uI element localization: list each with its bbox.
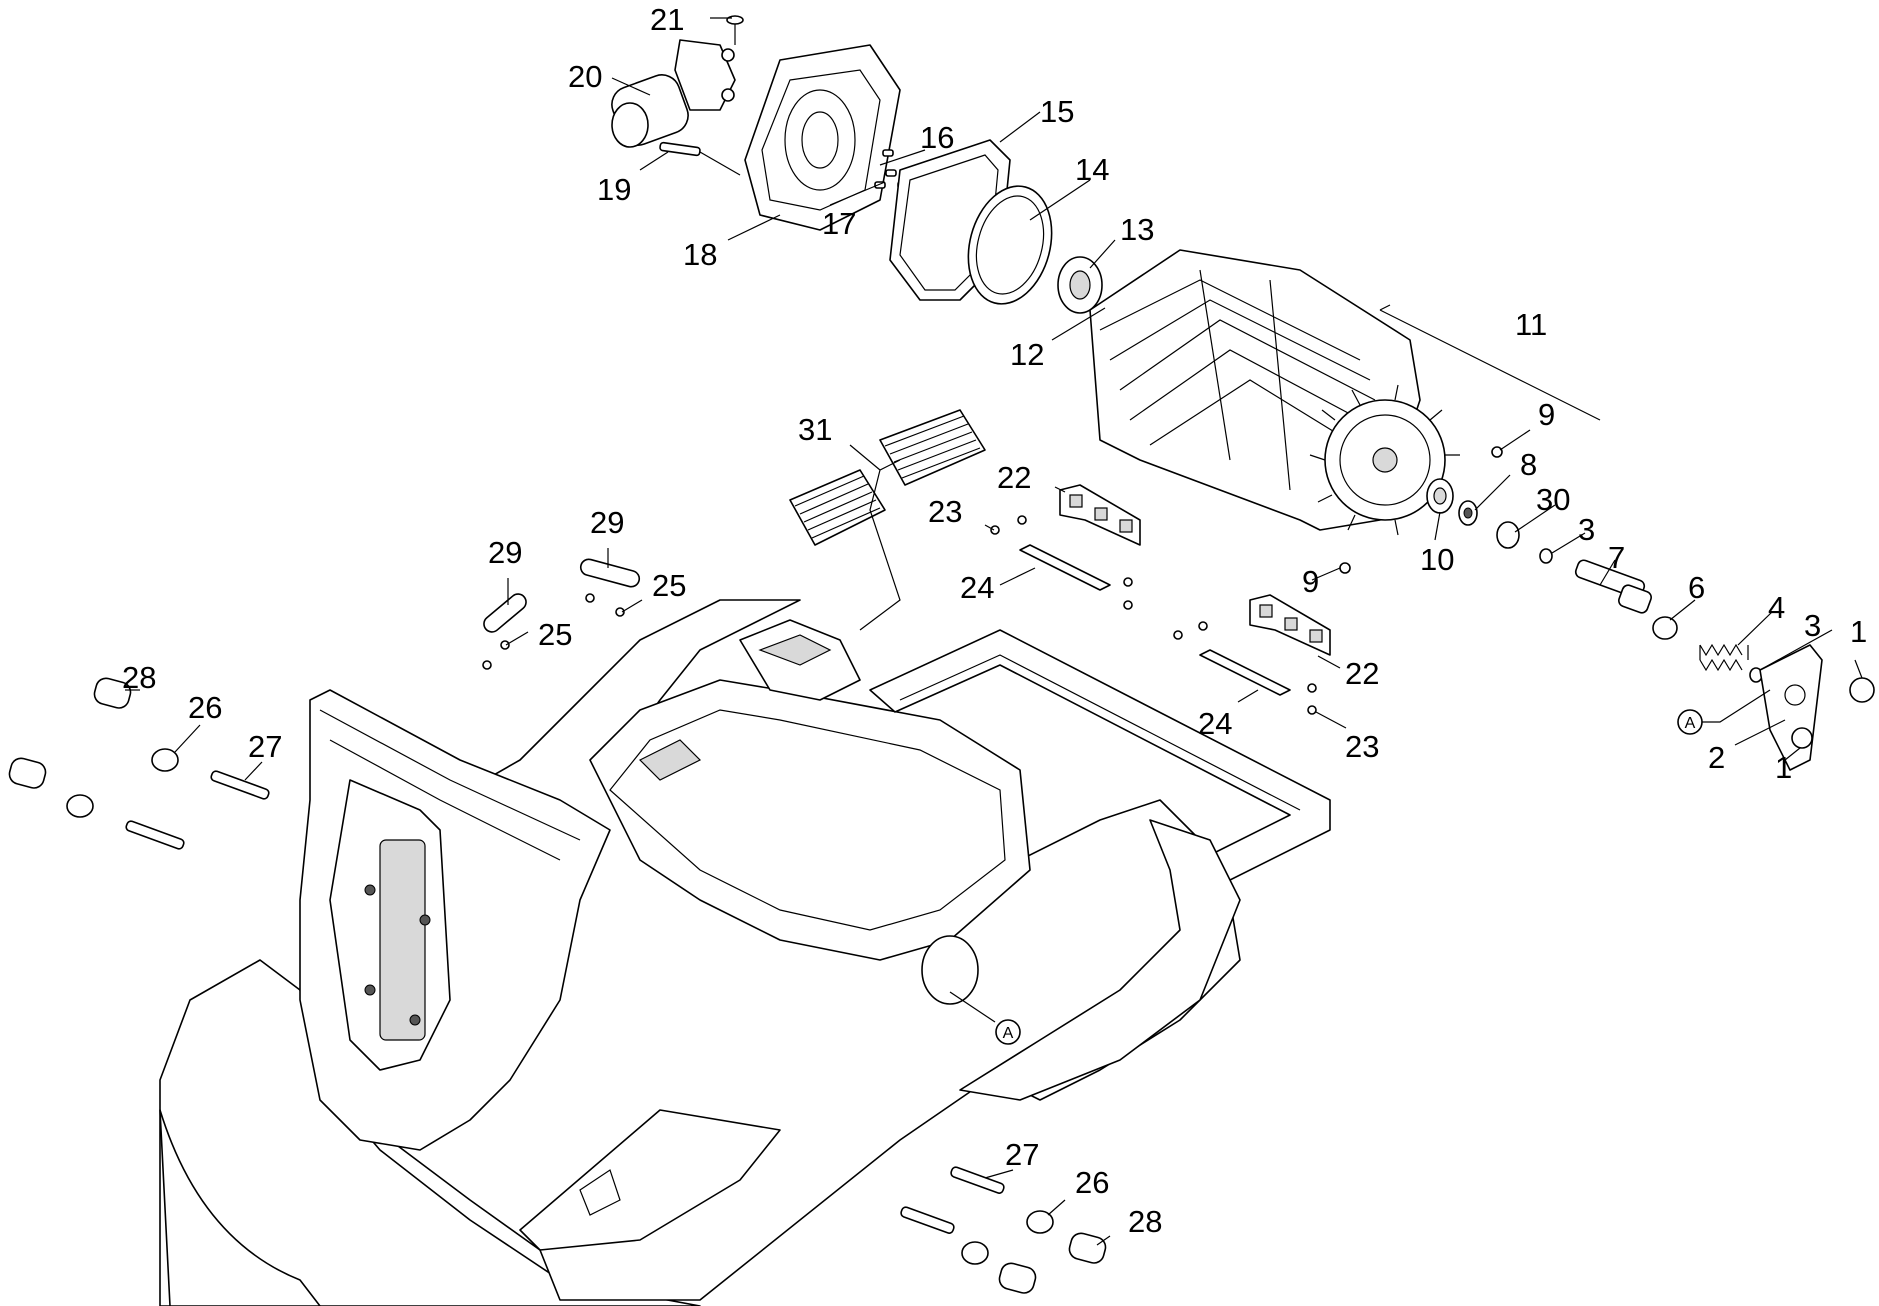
callout-12: 12 (1010, 337, 1044, 372)
svg-text:A: A (1003, 1025, 1014, 1042)
callout-18: 18 (683, 237, 717, 272)
sleeve-6 (1652, 616, 1678, 640)
reference-mark-a-chassis: A (995, 1019, 1021, 1045)
callout-29: 29 (488, 535, 522, 570)
callout-16: 16 (920, 120, 954, 155)
bushing-10 (1426, 478, 1454, 514)
callout-24: 24 (1198, 706, 1232, 741)
bearing-8 (1458, 500, 1478, 526)
callout-17: 17 (822, 206, 856, 241)
bolt-27-bottom (900, 1166, 1005, 1234)
spring-4 (1699, 643, 1749, 672)
callout-3: 3 (1578, 512, 1595, 547)
callout-28: 28 (1128, 1204, 1162, 1239)
callout-labels: 1 1 2 3 3 4 6 7 8 9 9 10 11 12 13 14 15 … (122, 2, 1867, 1239)
knob-1-upper (1849, 677, 1875, 703)
machine-chassis (159, 599, 1331, 1306)
callout-2: 2 (1708, 740, 1725, 775)
callout-19: 19 (597, 172, 631, 207)
callout-1: 1 (1850, 614, 1867, 649)
callout-25: 25 (538, 617, 572, 652)
bracket-29-left (483, 593, 527, 633)
washer-26-bottom (961, 1210, 1054, 1265)
drive-motor (611, 39, 736, 148)
callout-21: 21 (650, 2, 684, 37)
callout-29: 29 (590, 505, 624, 540)
callout-26: 26 (188, 690, 222, 725)
callout-24: 24 (960, 570, 994, 605)
callout-30: 30 (1536, 482, 1570, 517)
callout-25: 25 (652, 568, 686, 603)
callout-4: 4 (1768, 590, 1785, 625)
callout-3: 3 (1804, 608, 1821, 643)
screws-23 (990, 515, 1317, 715)
blade-strip-24-lower (1199, 649, 1291, 696)
ring-3-upper (1539, 548, 1553, 564)
callout-27: 27 (1005, 1137, 1039, 1172)
sleeve-28-left (8, 677, 132, 789)
motor-pin-21 (726, 15, 744, 45)
callout-23: 23 (1345, 729, 1379, 764)
callout-28: 28 (122, 660, 156, 695)
callout-26: 26 (1075, 1165, 1109, 1200)
brush-roller-11 (1089, 249, 1460, 536)
screws-25 (482, 593, 625, 670)
hose-31 (789, 409, 986, 546)
reference-mark-a-right: A (1677, 709, 1703, 735)
callout-22: 22 (1345, 656, 1379, 691)
callout-27: 27 (248, 729, 282, 764)
callout-10: 10 (1420, 542, 1454, 577)
screw-9-lower (1339, 562, 1351, 574)
knob-1-lower (1791, 727, 1813, 749)
callout-20: 20 (568, 59, 602, 94)
callout-6: 6 (1688, 570, 1705, 605)
callout-31: 31 (798, 412, 832, 447)
motor-screw-19 (659, 141, 701, 157)
bushing-30 (1496, 521, 1520, 549)
blade-holder-22-lower (1249, 594, 1331, 656)
bracket-29-right (579, 558, 641, 588)
ring-14 (967, 185, 1053, 305)
bolt-27-left (125, 770, 270, 850)
callout-22: 22 (997, 460, 1031, 495)
callout-8: 8 (1520, 447, 1537, 482)
callout-14: 14 (1075, 152, 1109, 187)
callout-13: 13 (1120, 212, 1154, 247)
drive-flange-plate (744, 44, 901, 231)
washer-26-left (66, 748, 179, 818)
bearing-housing-13 (1057, 256, 1103, 314)
svg-text:A: A (1685, 715, 1696, 732)
callout-15: 15 (1040, 94, 1074, 129)
callout-9: 9 (1538, 397, 1555, 432)
callout-7: 7 (1608, 540, 1625, 575)
shaft-7 (1574, 559, 1652, 614)
leader-lines (125, 17, 1863, 1246)
blade-holder-22-upper (1059, 484, 1141, 546)
callout-9: 9 (1302, 564, 1319, 599)
callout-23: 23 (928, 494, 962, 529)
sleeve-28-bottom (998, 1232, 1107, 1294)
callout-1: 1 (1775, 750, 1792, 785)
screw-9-upper (1491, 446, 1503, 458)
callout-11: 11 (1515, 307, 1547, 342)
blade-strip-24-upper (1019, 544, 1111, 591)
